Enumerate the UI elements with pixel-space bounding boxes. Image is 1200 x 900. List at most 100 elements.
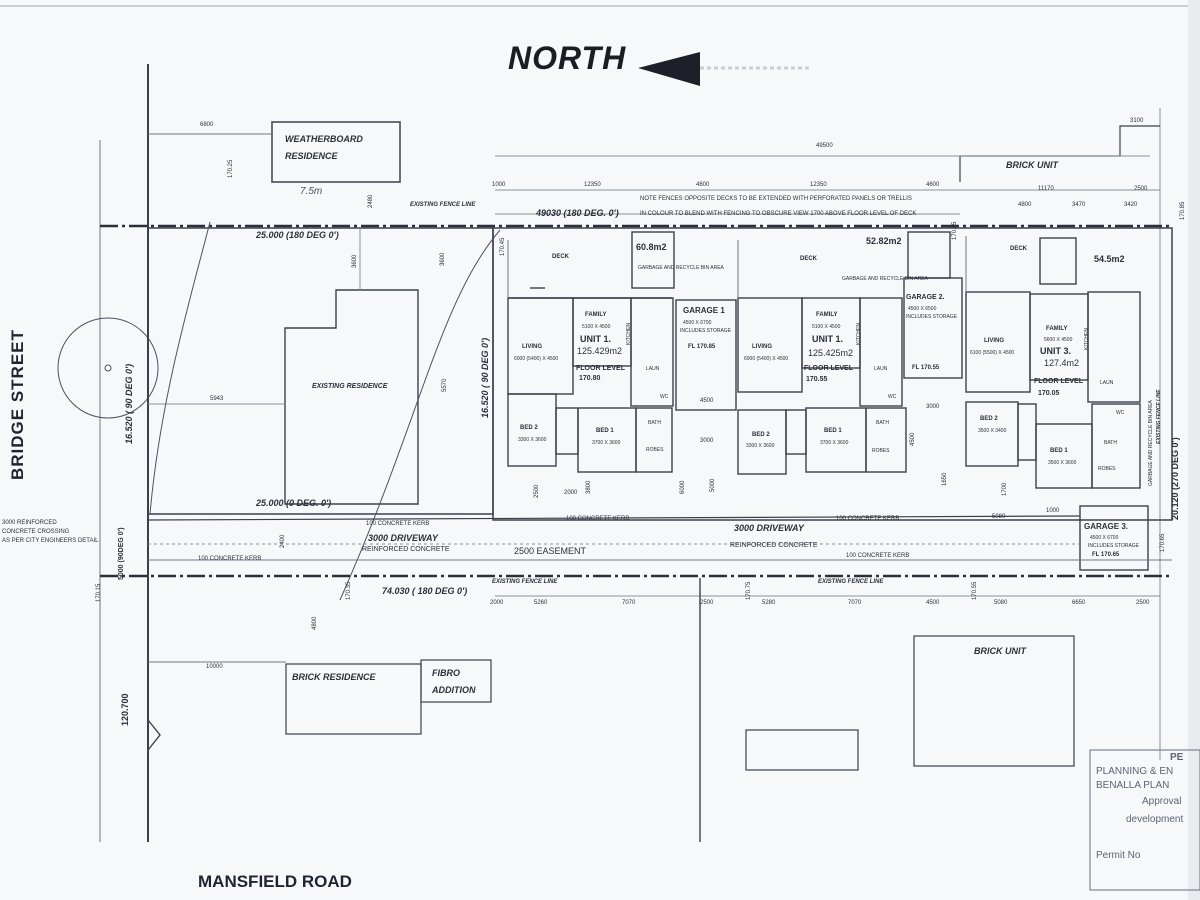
brick-unit-bottom-label: BRICK UNIT <box>974 646 1026 656</box>
unit-1-family: FAMILY <box>585 312 607 318</box>
dim-misc-0: 3600 <box>352 254 358 268</box>
fence-bottom-label-1: EXISTING FENCE LINE <box>492 579 558 585</box>
garage-2-name: GARAGE 2. <box>906 294 945 301</box>
dim-bottom-4: 5280 <box>762 600 776 606</box>
level-5: 170.65 <box>1160 533 1166 552</box>
driveway-kerb-top <box>147 515 1081 521</box>
unit-1-deck: DECK <box>552 254 570 260</box>
unit-2-deck-area: 52.82m2 <box>866 236 902 246</box>
drive-short-dim: 5000 (90DEG 0') <box>118 527 125 580</box>
dim-misc-1: 3600 <box>440 252 446 266</box>
unit-1-bed2-dim: 3300 X 3600 <box>518 437 547 443</box>
fence-east-label: EXISTING FENCE LINE <box>1156 389 1162 444</box>
garage-1-fl: FL 170.85 <box>688 344 716 350</box>
garage-2-note: INCLUDES STORAGE <box>906 314 958 320</box>
mansfield-road-corner <box>147 719 161 751</box>
unit-2-living-dim: 6000 (5400) X 4500 <box>744 356 789 362</box>
dim-top-12: 3420 <box>1124 202 1138 208</box>
stamp-tag: PE <box>1170 752 1184 763</box>
unit-3-deck: DECK <box>1010 246 1028 252</box>
dim-misc-5: 2000 <box>564 490 578 496</box>
dim-top-2: 49500 <box>816 143 833 149</box>
dim-top-11: 3470 <box>1072 202 1086 208</box>
dim-misc-13: 1000 <box>1046 508 1060 514</box>
unit-3-bed1-dim: 3500 X 3600 <box>1048 460 1077 466</box>
unit-2-living: LIVING <box>752 344 773 350</box>
unit-3-kitchen: KITCHEN <box>1084 328 1090 350</box>
dim-top-3: 1000 <box>492 182 506 188</box>
outbuilding <box>745 729 859 771</box>
unit-1-floor: FLOOR LEVEL <box>576 365 625 372</box>
dim-misc-10: 1650 <box>942 472 948 486</box>
garage-1-dim: 4500 X 6700 <box>683 320 712 326</box>
garbage-area-2: GARBAGE AND RECYCLE BIN AREA <box>842 276 928 282</box>
unit-1-kitchen: KITCHEN <box>626 323 632 345</box>
scan-shadow-right <box>1188 0 1200 900</box>
stamp-line-1: PLANNING & EN <box>1096 766 1174 777</box>
unit-2-deck: DECK <box>800 256 818 262</box>
existing-residence <box>284 289 419 505</box>
dim-top-8: 11170 <box>1038 186 1054 192</box>
permit-stamp <box>1089 749 1200 891</box>
dim-bottom-2: 7070 <box>622 600 636 606</box>
easement-label: 2500 EASEMENT <box>514 546 587 556</box>
bridge-street-label: BRIDGE STREET <box>8 329 27 480</box>
level-4: 170.55 <box>972 581 978 600</box>
brick-residence-label: BRICK RESIDENCE <box>292 672 376 682</box>
boundary-west-2: 16.520 ( 90 DEG 0') <box>480 337 490 418</box>
level-6: 170.85 <box>1180 201 1186 220</box>
garage-1-name: GARAGE 1 <box>683 306 725 315</box>
unit-2-wc: WC <box>888 394 897 400</box>
unit-2-kitchen: KITCHEN <box>856 323 862 345</box>
existing-residence-label: EXISTING RESIDENCE <box>312 383 388 390</box>
dim-top-10: 4800 <box>1018 202 1032 208</box>
north-label: NORTH <box>508 40 627 76</box>
fibro-addition <box>420 659 492 703</box>
kerb-label-2: 100 CONCRETE KERB <box>566 516 630 522</box>
crossing-label-3: AS PER CITY ENGINEERS DETAIL <box>2 538 99 544</box>
unit-3-bed2: BED 2 <box>980 416 998 422</box>
dim-bottom-6: 4500 <box>926 600 940 606</box>
unit-2-floor: FLOOR LEVEL <box>804 365 853 372</box>
dim-bottom-7: 5080 <box>994 600 1008 606</box>
unit-1-bed1-dim: 3700 X 3600 <box>592 440 621 446</box>
dim-bottom-0: 2000 <box>490 600 504 606</box>
dim-misc-11: 6000 <box>680 480 686 494</box>
unit-1-area: 125.429m2 <box>577 346 623 356</box>
unit-2-robes: ROBES <box>872 448 890 454</box>
stamp-line-4: development <box>1126 814 1184 825</box>
unit-1-fl: 170.80 <box>579 375 601 382</box>
frontage-dim: 120.700 <box>120 693 130 726</box>
unit-1-laun: LAUN <box>646 366 660 372</box>
dim-bottom-1: 5260 <box>534 600 548 606</box>
dim-misc-2: 5570 <box>442 378 448 392</box>
stamp-line-2: BENALLA PLAN <box>1096 780 1170 791</box>
units-site <box>492 227 1173 521</box>
unit-2-bed2-dim: 3300 X 3600 <box>746 443 775 449</box>
unit-1-family-dim: 5100 X 4500 <box>582 324 611 330</box>
boundary-north-bottom: 25.000 (0 DEG. 0') <box>256 498 332 508</box>
fence-note-1: NOTE FENCES OPPOSITE DECKS TO BE EXTENDE… <box>640 196 912 202</box>
kerb-label-5: 100 CONCRETE KERB <box>846 553 910 559</box>
unit-1-wc: WC <box>660 394 669 400</box>
dim-bottom-3: 2500 <box>700 600 714 606</box>
garbage-area-3: GARBAGE AND RECYCLE BIN AREA <box>1148 400 1154 486</box>
level-3: 170.45 <box>500 237 506 256</box>
dim-top-9: 2500 <box>1134 186 1148 192</box>
weatherboard-label: WEATHERBOARD <box>285 134 363 144</box>
garbage-area-1: GARBAGE AND RECYCLE BIN AREA <box>638 265 724 271</box>
dim-misc-9: 3000 <box>926 404 940 410</box>
unit-2-name: UNIT 1. <box>812 334 844 344</box>
contour-170-35 <box>339 229 501 601</box>
crossing-label-2: CONCRETE CROSSING <box>2 529 70 535</box>
kerb-label-1: 100 CONCRETE KERB <box>366 521 430 527</box>
fibro-label: FIBRO <box>432 668 460 678</box>
boundary-north-top: 25.000 (180 DEG 0') <box>256 230 339 240</box>
unit-1-robes: ROBES <box>646 447 664 453</box>
dim-top-4: 12350 <box>584 182 601 188</box>
unit-2-family: FAMILY <box>816 312 838 318</box>
unit-3-deck-area: 54.5m2 <box>1094 254 1125 264</box>
unit-3-laun: LAUN <box>1100 380 1114 386</box>
dim-misc-15: 4500 <box>910 432 916 446</box>
brick-unit-bottom <box>913 635 1075 767</box>
